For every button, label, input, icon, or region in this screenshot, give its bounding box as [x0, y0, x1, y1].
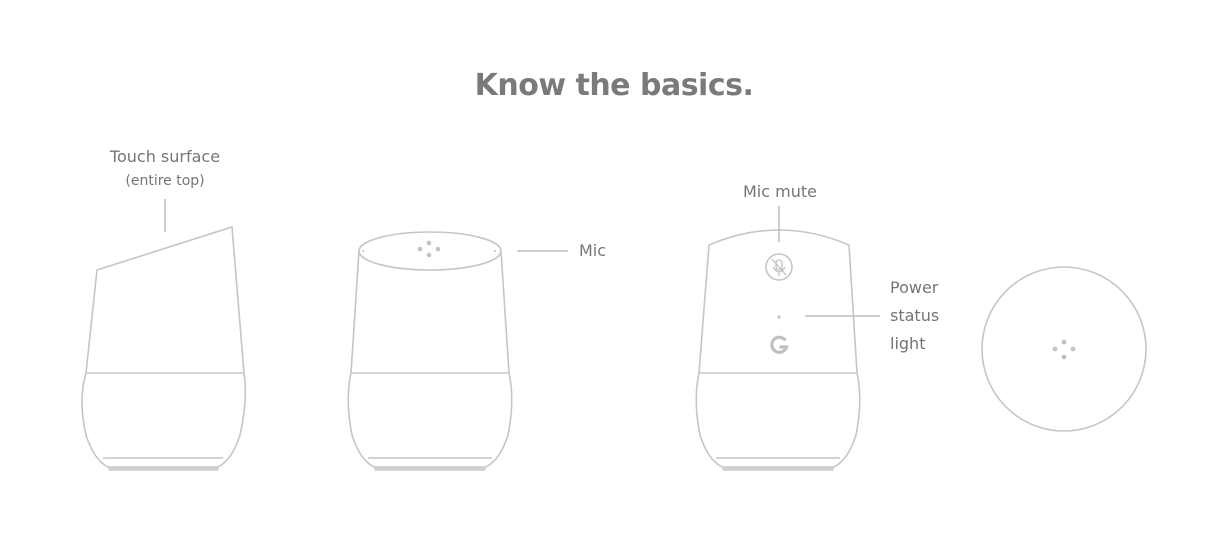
mic-mute-label: Mic mute — [743, 182, 817, 201]
device-side-view — [81, 199, 247, 471]
touch-surface-label-sub: (entire top) — [125, 173, 205, 189]
back-view-outline — [695, 229, 861, 468]
side-view-outline — [81, 225, 247, 468]
power-label-line1: Power — [890, 278, 939, 297]
mic-label: Mic — [579, 241, 607, 260]
four-dots-icon — [417, 240, 441, 258]
front-view-body — [347, 250, 513, 468]
mic-hole-right — [494, 250, 496, 252]
power-status-light-label: Power status light — [890, 274, 939, 358]
power-label-line2: status — [890, 306, 940, 325]
mic-off-icon — [765, 253, 793, 281]
touch-surface-label-main: Touch surface — [109, 147, 221, 166]
device-front-view — [347, 231, 568, 471]
device-top-view — [981, 266, 1147, 432]
power-status-light — [777, 315, 781, 319]
four-dots-icon — [1052, 339, 1076, 360]
device-back-view — [695, 206, 880, 471]
top-view-outline — [981, 266, 1147, 432]
mic-hole-left — [362, 250, 364, 252]
touch-surface-label: Touch surface (entire top) — [100, 147, 230, 189]
front-view-top — [358, 231, 502, 271]
power-label-line3: light — [890, 334, 926, 353]
page-title: Know the basics. — [474, 68, 754, 103]
google-g-logo — [770, 335, 789, 354]
